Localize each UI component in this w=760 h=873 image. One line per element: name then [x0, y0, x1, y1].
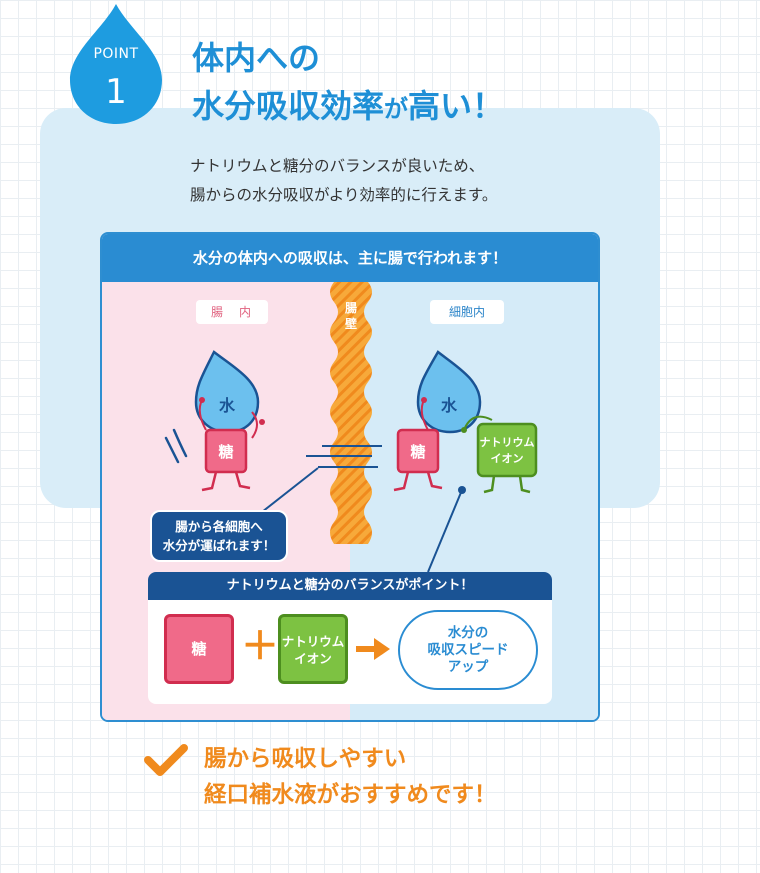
wall-label: 腸 壁 [336, 300, 366, 332]
right-sugar-label: 糖 [410, 443, 425, 461]
balance-pointer [427, 489, 463, 573]
point-drop-icon [70, 4, 162, 124]
description-line-1: ナトリウムと糖分のバランスが良いため、 [190, 157, 485, 175]
conclusion-line-2: 経口補水液がおすすめです！ [204, 782, 497, 808]
intestinal-wall [330, 282, 372, 544]
balance-sodium-line-1: ナトリウム [281, 634, 345, 649]
balance-sugar-box: 糖 [164, 614, 234, 684]
right-sodium-line-2: イオン [491, 452, 524, 465]
arrow-right-icon [356, 638, 390, 660]
callout-pointer [261, 467, 319, 513]
right-sodium-line-1: ナトリウム [480, 436, 535, 449]
description: ナトリウムと糖分のバランスが良いため、 腸からの水分吸収がより効率的に行えます。 [190, 152, 497, 210]
transport-callout: 腸から各細胞へ 水分が運ばれます！ [150, 510, 288, 562]
point-number: 1 [105, 72, 127, 112]
plus-sign: ＋ [241, 624, 280, 668]
left-water-character: 水 糖 [194, 350, 265, 492]
balance-sodium-line-2: イオン [294, 651, 332, 666]
gut-interior-label: 腸 内 [196, 300, 268, 324]
absorption-diagram: 水分の体内への吸収は、主に腸で行われます！ 腸 壁 腸 内 細胞内 水 [100, 232, 600, 722]
balance-header: ナトリウムと糖分のバランスがポイント！ [148, 572, 552, 600]
page-title: 体内への 水分吸収効率が高い！ [192, 34, 504, 133]
conclusion: 腸から吸収しやすい 経口補水液がおすすめです！ [204, 741, 497, 813]
result-line-1: 水分の [447, 625, 489, 641]
left-sugar-label: 糖 [218, 443, 233, 461]
callout-line-2: 水分が運ばれます！ [162, 538, 276, 553]
motion-lines-icon [164, 428, 188, 464]
left-water-label: 水 [219, 396, 236, 415]
callout-line-1: 腸から各細胞へ [175, 519, 263, 534]
flow-lines [306, 445, 382, 468]
balance-box: ナトリウムと糖分のバランスがポイント！ 糖 ＋ ナトリウム イオン 水分の 吸収… [148, 572, 552, 704]
cell-interior-label: 細胞内 [430, 300, 504, 324]
conclusion-line-1: 腸から吸収しやすい [204, 746, 407, 772]
title-end: 高い！ [408, 87, 505, 125]
right-water-character: 水 糖 ナトリウム イオン [393, 350, 538, 494]
point-label: POINT [93, 46, 139, 62]
title-line-2: 水分吸収効率が高い！ [192, 82, 504, 133]
diagram-figures: 水 糖 水 糖 ナトリウム イオン [164, 350, 538, 573]
right-water-label: 水 [441, 396, 458, 415]
balance-sodium-box: ナトリウム イオン [278, 614, 348, 684]
diagram-header: 水分の体内への吸収は、主に腸で行われます！ [102, 234, 598, 282]
check-icon [144, 744, 188, 776]
result-oval: 水分の 吸収スピード アップ [398, 610, 538, 690]
wall-label-char-2: 壁 [344, 317, 357, 331]
result-line-3: アップ [447, 659, 489, 675]
result-line-2: 吸収スピード [427, 642, 509, 658]
wall-label-char-1: 腸 [344, 301, 357, 315]
title-particle: が [384, 95, 409, 123]
description-line-2: 腸からの水分吸収がより効率的に行えます。 [190, 186, 498, 204]
title-emphasis: 水分吸収効率 [192, 87, 385, 125]
title-line-1: 体内への [192, 39, 321, 77]
